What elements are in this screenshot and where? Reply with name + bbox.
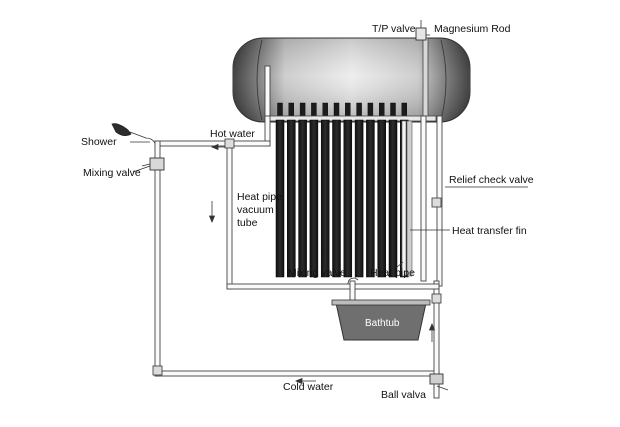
tp-valve-label: T/P valve <box>372 23 416 35</box>
mixing-valve-left <box>141 157 165 171</box>
bathtub: Bathtub <box>331 299 431 341</box>
tube-socket <box>299 102 306 118</box>
vacuum-tube <box>320 119 330 278</box>
ball-valve <box>429 373 444 399</box>
magnesium-rod <box>422 37 429 119</box>
hot-water-label: Hot water <box>210 128 255 140</box>
tube-socket <box>367 102 374 118</box>
hot-water-piping <box>154 115 352 377</box>
relief-check-valve-label: Relief check valve <box>449 174 534 186</box>
tube-socket <box>390 102 396 118</box>
vacuum-tube <box>275 119 285 278</box>
vacuum-tube <box>366 119 375 278</box>
tube-socket <box>333 102 340 118</box>
mixing-valve-left-label: Mixing valve <box>83 167 141 179</box>
magnesium-rod-label: Magnesium Rod <box>434 23 511 35</box>
vacuum-tube <box>332 119 341 278</box>
tube-socket <box>311 102 317 118</box>
ball-valve-label: Ball valva <box>381 389 426 401</box>
heat-pipe-vacuum-tube-label-2: vacuum <box>237 204 274 216</box>
vacuum-tube <box>309 119 319 278</box>
vacuum-tube-array <box>275 119 409 278</box>
heat-pipe-vacuum-tube-label-3: tube <box>237 217 258 229</box>
pipe-fittings <box>152 138 442 376</box>
labels: T/P valve Magnesium Rod Shower Hot water… <box>81 23 534 401</box>
vacuum-tube <box>343 119 353 278</box>
leader-lines <box>130 34 528 391</box>
heat-pipe-label: Heat pipe <box>370 267 415 279</box>
tank-outlet-pipe <box>264 65 271 117</box>
vacuum-tube <box>298 119 307 278</box>
bathtub-label: Bathtub <box>365 318 400 329</box>
heat-transfer-fin <box>401 120 413 277</box>
shower-head <box>111 123 156 144</box>
vacuum-tube <box>377 119 386 278</box>
shower-label: Shower <box>81 136 117 148</box>
tube-socket <box>345 102 351 118</box>
vacuum-tube <box>287 119 296 278</box>
tube-socket <box>288 102 294 118</box>
vacuum-tube <box>354 119 364 278</box>
tube-socket <box>401 102 407 118</box>
mixing-valve-center-label: Mixing valve <box>288 267 346 279</box>
tp-valve <box>415 20 427 41</box>
cold-water-label: Cold water <box>283 381 334 393</box>
heat-transfer-fin-label: Heat transfer fin <box>452 225 527 237</box>
tube-socket <box>356 102 362 118</box>
storage-tank <box>232 37 471 123</box>
tube-socket <box>379 102 385 118</box>
tube-socket <box>277 102 283 118</box>
tube-socket <box>322 102 328 118</box>
vacuum-tube <box>388 119 398 278</box>
heat-pipe-vacuum-tube-label-1: Heat pipe <box>237 191 282 203</box>
